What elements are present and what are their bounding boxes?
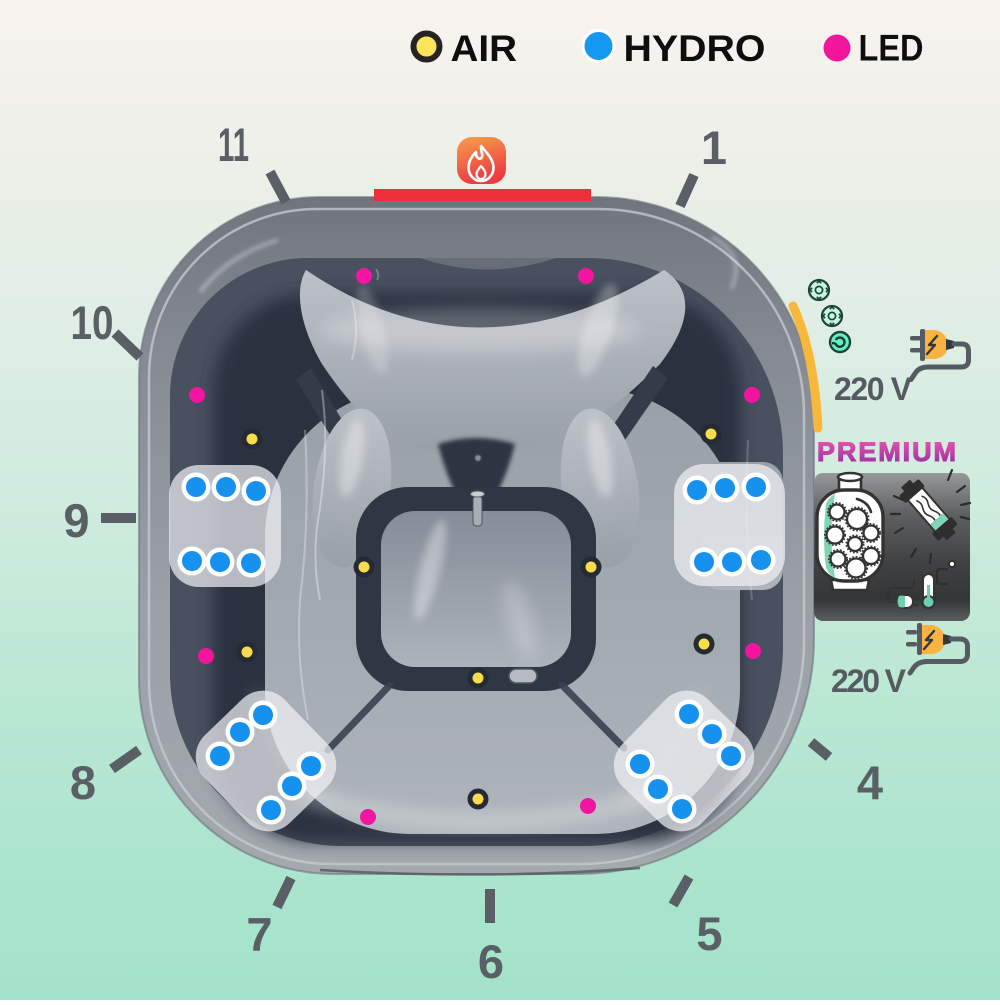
svg-text:9: 9	[63, 494, 89, 547]
svg-text:LED: LED	[859, 28, 924, 69]
svg-text:5: 5	[696, 907, 722, 960]
svg-text:4: 4	[857, 756, 883, 809]
svg-text:HYDRO: HYDRO	[624, 28, 766, 69]
svg-text:10: 10	[71, 296, 114, 349]
svg-text:220 V: 220 V	[831, 663, 907, 699]
svg-text:6: 6	[478, 935, 504, 988]
svg-text:1: 1	[701, 121, 727, 174]
svg-text:220 V: 220 V	[834, 371, 913, 407]
svg-text:8: 8	[70, 756, 96, 809]
svg-text:11: 11	[218, 118, 249, 171]
svg-text:7: 7	[246, 908, 272, 961]
svg-text:PREMIUM: PREMIUM	[817, 437, 957, 467]
svg-text:AIR: AIR	[451, 28, 518, 69]
